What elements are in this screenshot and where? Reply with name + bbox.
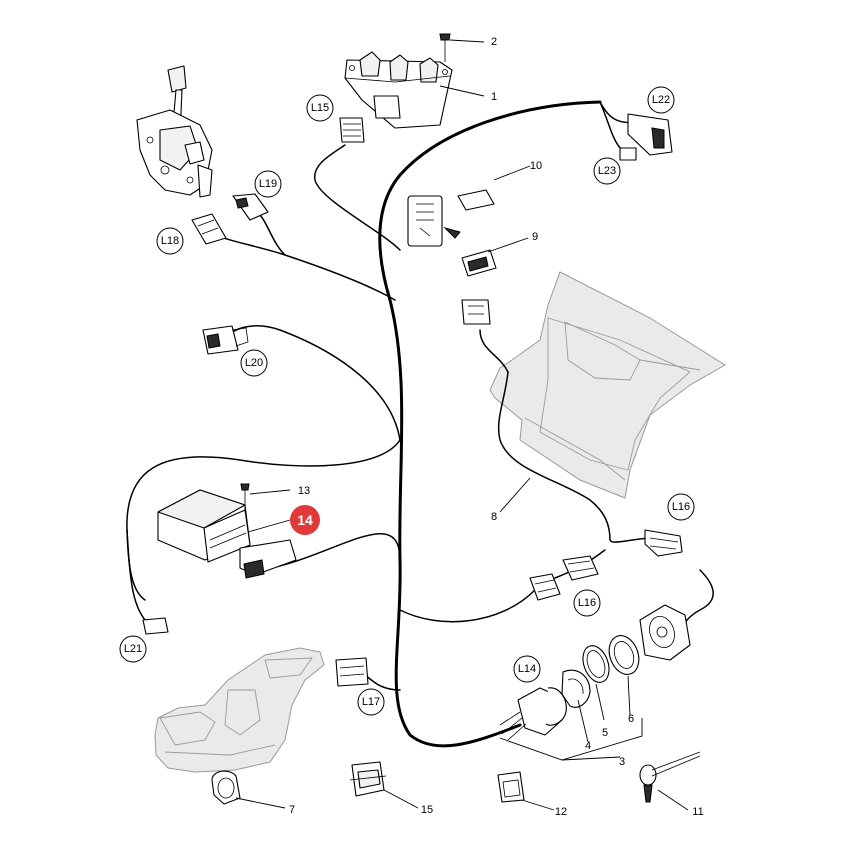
callout-l21: L21 bbox=[119, 635, 147, 663]
part-number-1: 1 bbox=[491, 91, 497, 103]
connector-l22-plug bbox=[627, 113, 673, 156]
bolt-part-13 bbox=[240, 483, 250, 512]
part-number-4: 4 bbox=[585, 740, 591, 752]
side-panel bbox=[489, 271, 726, 499]
callout-label: L21 bbox=[124, 643, 142, 655]
clip-part-15 bbox=[349, 761, 387, 797]
ring-part-5 bbox=[582, 645, 610, 683]
callout-l16-upper: L16 bbox=[667, 493, 695, 521]
part-number-9: 9 bbox=[532, 231, 538, 243]
callout-label: L18 bbox=[161, 235, 179, 247]
connector-l16-plug-upper bbox=[644, 529, 683, 557]
callout-l18: L18 bbox=[156, 227, 184, 255]
control-module-part-14 bbox=[157, 489, 297, 579]
rocker-switch-part-9 bbox=[461, 249, 497, 325]
callout-l23: L23 bbox=[593, 157, 621, 185]
part-number-13: 13 bbox=[298, 485, 310, 497]
part-number-12: 12 bbox=[555, 806, 567, 818]
nut-part-6 bbox=[608, 635, 640, 675]
part-numbers: 1 2 3 4 5 6 7 8 9 10 11 12 13 15 bbox=[289, 36, 704, 818]
part-number-6: 6 bbox=[628, 713, 634, 725]
round-connector-l14 bbox=[499, 687, 567, 741]
seal-part-4 bbox=[561, 669, 591, 708]
switch-panel-part-1 bbox=[344, 51, 453, 129]
cable-tie-part-11 bbox=[639, 751, 701, 803]
callout-l17: L17 bbox=[357, 688, 385, 716]
socket-connector bbox=[639, 604, 691, 661]
connector-l20-plug bbox=[202, 325, 249, 355]
wire-harness bbox=[126, 100, 714, 748]
callout-l20: L20 bbox=[240, 349, 268, 377]
callout-l16-lower: L16 bbox=[573, 589, 601, 617]
joystick-lever bbox=[136, 65, 213, 198]
callout-label: L22 bbox=[652, 94, 670, 106]
part-number-7: 7 bbox=[289, 804, 295, 816]
grommet-part-12 bbox=[497, 771, 525, 803]
connector-l15-plug bbox=[339, 117, 365, 143]
part-number-10: 10 bbox=[530, 160, 542, 172]
part-number-3: 3 bbox=[619, 756, 625, 768]
highlight-badge-14: 14 bbox=[290, 505, 320, 535]
connector-l19-plug bbox=[232, 193, 269, 221]
leader-lines bbox=[235, 39, 689, 811]
bolt-part-2 bbox=[439, 33, 451, 62]
connector-l23-plug bbox=[619, 147, 637, 161]
callout-label: L20 bbox=[245, 357, 263, 369]
armrest-console bbox=[154, 647, 325, 773]
callout-label: L16 bbox=[578, 597, 596, 609]
highlight-label: 14 bbox=[297, 512, 313, 528]
callout-label: L17 bbox=[362, 696, 380, 708]
connector-l21-plug bbox=[142, 617, 169, 635]
callout-label: L15 bbox=[311, 102, 329, 114]
connector-l16-plug-lower bbox=[529, 555, 599, 601]
part-number-5: 5 bbox=[602, 727, 608, 739]
callout-l19: L19 bbox=[254, 170, 282, 198]
callout-l14: L14 bbox=[513, 655, 541, 683]
callout-l15: L15 bbox=[306, 94, 334, 122]
clamp-part-7 bbox=[211, 770, 241, 805]
connector-l18-plug bbox=[191, 213, 227, 245]
callout-label: L16 bbox=[672, 501, 690, 513]
switch-label-plate bbox=[407, 195, 461, 247]
callout-label: L23 bbox=[598, 165, 616, 177]
cover-part-10 bbox=[457, 189, 495, 211]
callout-l22: L22 bbox=[647, 86, 675, 114]
callout-label: L19 bbox=[259, 178, 277, 190]
part-number-11: 11 bbox=[692, 806, 703, 818]
part-number-2: 2 bbox=[491, 36, 497, 48]
callout-label: L14 bbox=[518, 663, 536, 675]
part-number-15: 15 bbox=[421, 804, 433, 816]
connector-l17-plug bbox=[335, 657, 369, 687]
part-number-8: 8 bbox=[491, 511, 497, 523]
